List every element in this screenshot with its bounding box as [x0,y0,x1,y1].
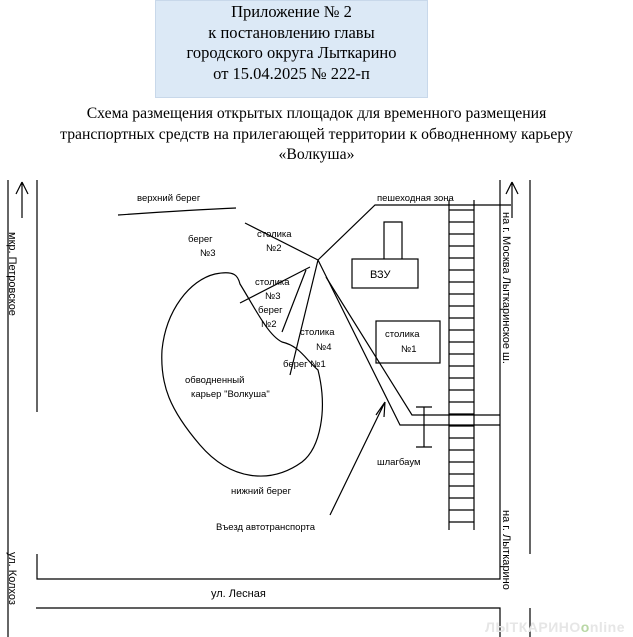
site-scheme-map: верхний берег пешеходная зона берег №3 с… [6,180,531,637]
label-parking4-a: столика [300,327,335,338]
label-lake-b: карьер "Волкуша" [191,389,270,400]
label-parking1-b: №1 [401,344,416,355]
label-vzu: ВЗУ [370,269,391,281]
label-bottom-left-street: ул. Колхоз [6,552,18,605]
label-parking2-a: столика [257,229,292,240]
label-lower-shore: нижний берег [231,486,292,497]
label-parking2-b: №2 [266,243,281,254]
title-line-1: Схема размещения открытых площадок для в… [86,105,547,122]
watermark-part-1: ЛЫТКАРИНО [485,619,581,635]
title-line-2: транспортных средств на прилегающей терр… [60,125,573,143]
appendix-header-box: Приложение № 2 к постановлению главы гор… [155,0,428,98]
label-right-street: на г. Москва Лыткаринское ш. [500,212,512,364]
appendix-authority: городского округа Лыткарино [186,43,397,62]
label-left-street: мкр. Петровское [6,232,18,316]
label-entrance: Въезд автотранспорта [216,522,316,533]
label-shore2-a: берег [258,305,283,316]
arrow-right [505,181,519,218]
barrier-line [416,406,432,448]
label-parking3-a: столика [255,277,290,288]
label-shore3-a: берег [188,234,213,245]
label-shore3-b: №3 [200,248,215,259]
vzu-connector [383,221,403,259]
label-shore1: берег №1 [283,359,326,370]
document-title: Схема размещения открытых площадок для в… [0,104,633,166]
watermark-part-2: o [580,619,590,635]
label-parking1-a: столика [385,329,420,340]
title-line-3: «Волкуша» [278,146,355,163]
label-parking4-b: №4 [316,342,331,353]
label-pedestrian-zone: пешеходная зона [377,193,454,204]
label-lesnaya-street: ул. Лесная [211,588,266,600]
label-upper-shore: верхний берег [137,193,201,204]
entrance-arrow [329,401,386,516]
pedestrian-ladder-rails [448,200,475,530]
pedestrian-ladder-rungs [449,209,474,523]
label-shore2-b: №2 [261,319,276,330]
parking-1-area [375,320,441,364]
lake-outline [161,272,323,477]
road-fork [239,204,511,426]
road-outer-frame [7,180,531,637]
label-lake-a: обводненный [185,375,244,386]
upper-shore-line [117,207,237,216]
vzu-building [351,258,419,289]
road-main [325,276,500,416]
label-barrier: шлагбаум [377,457,421,468]
arrow-left [15,181,29,218]
watermark-part-3: nline [589,619,625,635]
appendix-number: Приложение № 2 [231,2,352,21]
appendix-resolution: к постановлению главы [208,22,375,42]
appendix-date: от 15.04.2025 № 222-п [213,63,370,83]
site-watermark-logo: ЛЫТКАРИНОonline [485,619,625,635]
label-right-lower-street: на г. Лыткарино [500,510,512,590]
label-parking3-b: №3 [265,291,280,302]
